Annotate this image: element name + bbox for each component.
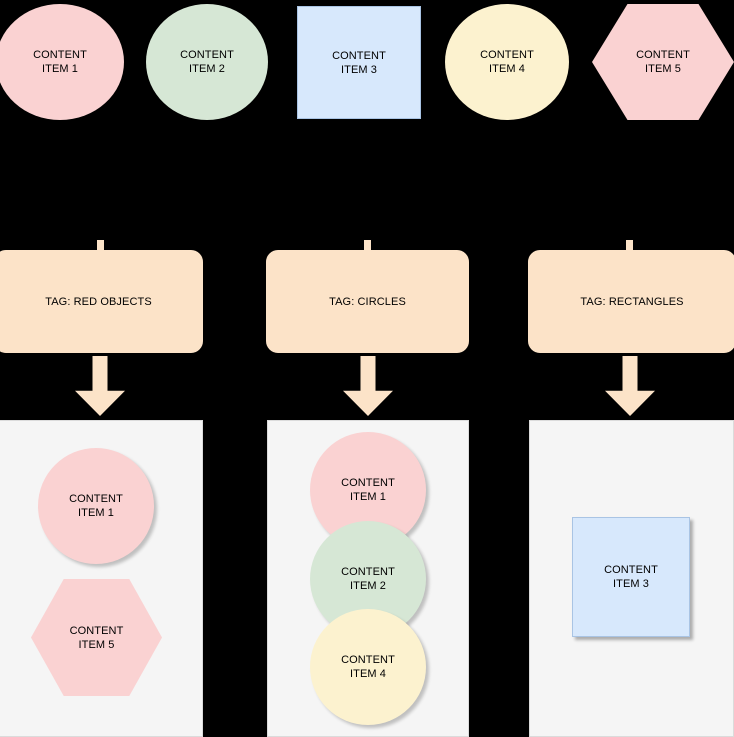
tag-circles[interactable]: TAG: CIRCLES [266,250,469,353]
result-item-content-item-5[interactable]: CONTENT ITEM 5 [31,579,162,696]
tag-red-objects[interactable]: TAG: RED OBJECTS [0,250,203,353]
source-shape-label: CONTENT ITEM 1 [33,49,87,75]
down-arrow-rectangles [605,356,655,416]
source-shape-content-item-1[interactable]: CONTENT ITEM 1 [0,4,124,120]
result-item-content-item-3[interactable]: CONTENT ITEM 3 [572,517,690,637]
result-panel-rectangles: CONTENT ITEM 3 [529,420,734,737]
result-item-label: CONTENT ITEM 3 [604,564,658,590]
source-shape-label: CONTENT ITEM 5 [636,49,690,75]
source-shape-label: CONTENT ITEM 3 [332,49,386,76]
down-arrow-circles [343,356,393,416]
tag-connector-stub-rectangles [626,240,633,250]
source-shape-label: CONTENT ITEM 4 [480,49,534,75]
result-item-content-item-4[interactable]: CONTENT ITEM 4 [310,609,426,725]
tag-label: TAG: RED OBJECTS [45,295,152,308]
result-item-label: CONTENT ITEM 1 [341,477,395,503]
source-shape-content-item-3[interactable]: CONTENT ITEM 3 [297,6,421,119]
tag-label: TAG: CIRCLES [329,295,406,308]
source-shape-content-item-5[interactable]: CONTENT ITEM 5 [592,4,734,120]
result-item-content-item-1[interactable]: CONTENT ITEM 1 [38,448,154,564]
tag-connector-stub-red-objects [97,240,104,250]
result-panel-circles: CONTENT ITEM 1 CONTENT ITEM 2 CONTENT IT… [267,420,469,737]
source-shape-content-item-4[interactable]: CONTENT ITEM 4 [445,4,569,120]
tag-connector-stub-circles [364,240,371,250]
result-item-label: CONTENT ITEM 2 [341,566,395,592]
source-shape-content-item-2[interactable]: CONTENT ITEM 2 [146,4,268,120]
result-item-label: CONTENT ITEM 1 [69,493,123,519]
tag-rectangles[interactable]: TAG: RECTANGLES [528,250,734,353]
tag-label: TAG: RECTANGLES [580,295,684,308]
result-item-label: CONTENT ITEM 5 [69,624,124,651]
source-shape-label: CONTENT ITEM 2 [180,49,234,75]
down-arrow-red-objects [75,356,125,416]
result-item-label: CONTENT ITEM 4 [341,654,395,680]
result-panel-red-objects: CONTENT ITEM 1 CONTENT ITEM 5 [0,420,203,737]
